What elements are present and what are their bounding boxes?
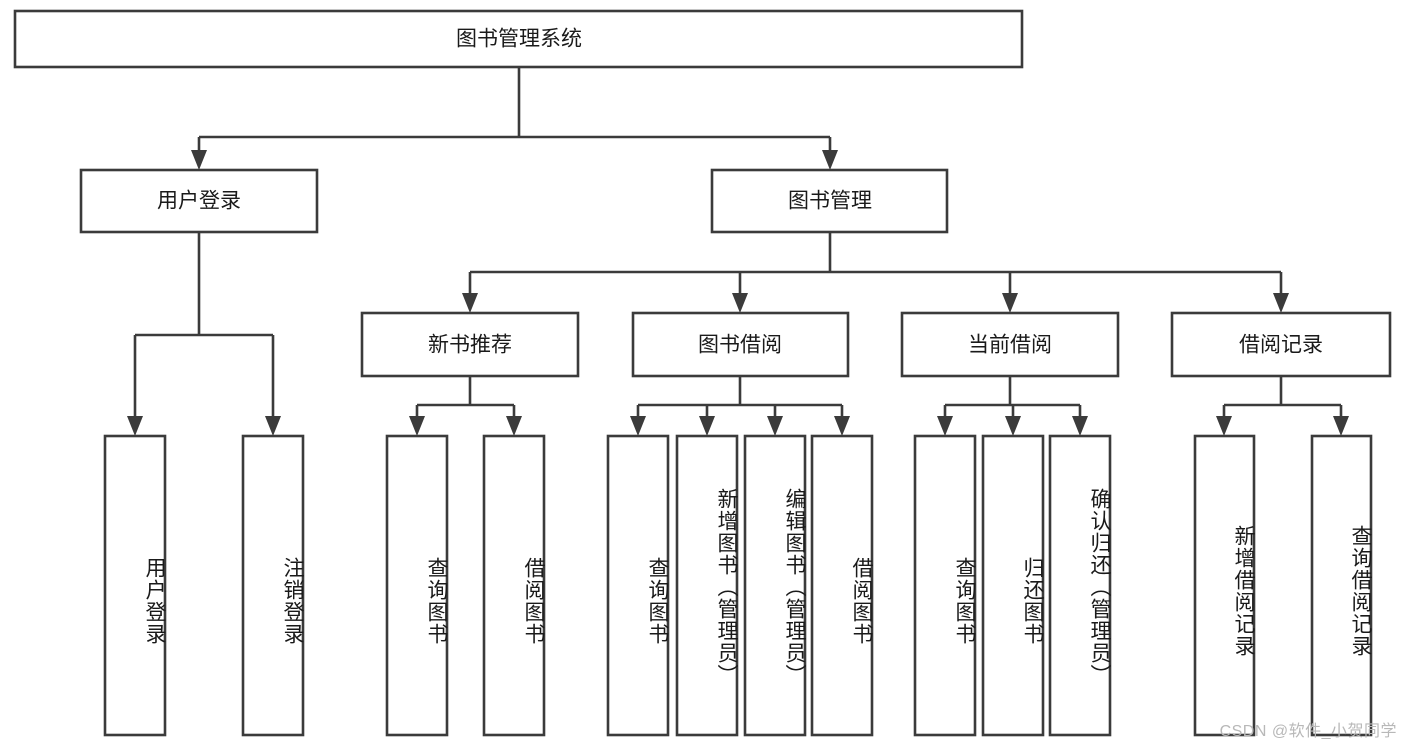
- node-box-user-login[interactable]: [79, 168, 319, 234]
- node-label-new-book-recommend: 新书推荐: [428, 334, 512, 357]
- node-box-leaf-user-login[interactable]: [103, 434, 167, 737]
- node-box-leaf-borrow-book-2[interactable]: [810, 434, 874, 737]
- node-box-leaf-query-book-1[interactable]: [385, 434, 449, 737]
- arrow-head-borrow-record: [1273, 293, 1289, 313]
- node-label-current-borrow: 当前借阅: [968, 334, 1052, 357]
- node-box-leaf-add-record[interactable]: [1193, 434, 1256, 737]
- node-box-leaf-confirm-return[interactable]: [1048, 434, 1112, 737]
- node-box-leaf-query-record[interactable]: [1310, 434, 1373, 737]
- node-box-title[interactable]: [13, 9, 1024, 69]
- arrow-head-user-login: [191, 150, 207, 170]
- node-box-leaf-query-book-3[interactable]: [913, 434, 977, 737]
- arrow-head-leaf-query-record: [1333, 416, 1349, 436]
- connector-group-current-borrow: [937, 376, 1088, 436]
- connector-group-book-borrow: [630, 376, 850, 436]
- node-label-user-login: 用户登录: [157, 190, 241, 213]
- arrow-head-book-management: [822, 150, 838, 170]
- arrow-head-leaf-logout-login: [265, 416, 281, 436]
- node-box-book-borrow[interactable]: [631, 311, 850, 378]
- arrow-head-new-book-recommend: [462, 293, 478, 313]
- node-label-book-management: 图书管理: [788, 190, 872, 213]
- arrow-head-leaf-user-login: [127, 416, 143, 436]
- csdn-watermark: CSDN @软件_小贺同学: [1219, 723, 1397, 740]
- connector-group-new-book-recommend: [409, 376, 522, 436]
- node-box-leaf-query-book-2[interactable]: [606, 434, 670, 737]
- node-label-borrow-record: 借阅记录: [1239, 334, 1323, 357]
- arrow-head-current-borrow: [1002, 293, 1018, 313]
- arrow-head-leaf-edit-book: [767, 416, 783, 436]
- connector-group-root: [191, 67, 838, 170]
- arrow-head-leaf-borrow-book-2: [834, 416, 850, 436]
- arrow-head-leaf-add-book: [699, 416, 715, 436]
- connector-group-user-login: [127, 232, 281, 436]
- node-box-leaf-return-book[interactable]: [981, 434, 1045, 737]
- arrow-head-leaf-query-book-2: [630, 416, 646, 436]
- node-box-borrow-record[interactable]: [1170, 311, 1392, 378]
- node-box-leaf-add-book[interactable]: [675, 434, 739, 737]
- arrow-head-leaf-query-book-1: [409, 416, 425, 436]
- connector-group-book-management: [462, 232, 1289, 313]
- arrow-head-leaf-add-record: [1216, 416, 1232, 436]
- connector-group-borrow-record: [1216, 376, 1349, 436]
- arrow-head-leaf-query-book-3: [937, 416, 953, 436]
- arrow-head-leaf-confirm-return: [1072, 416, 1088, 436]
- node-box-current-borrow[interactable]: [900, 311, 1120, 378]
- arrow-head-leaf-return-book: [1005, 416, 1021, 436]
- node-box-leaf-logout-login[interactable]: [241, 434, 305, 737]
- node-label-title: 图书管理系统: [456, 28, 582, 51]
- node-box-leaf-borrow-book-1[interactable]: [482, 434, 546, 737]
- arrow-head-book-borrow: [732, 293, 748, 313]
- node-box-leaf-edit-book[interactable]: [743, 434, 807, 737]
- node-box-book-management[interactable]: [710, 168, 949, 234]
- arrow-head-leaf-borrow-book-1: [506, 416, 522, 436]
- node-label-book-borrow: 图书借阅: [698, 334, 782, 357]
- node-box-new-book-recommend[interactable]: [360, 311, 580, 378]
